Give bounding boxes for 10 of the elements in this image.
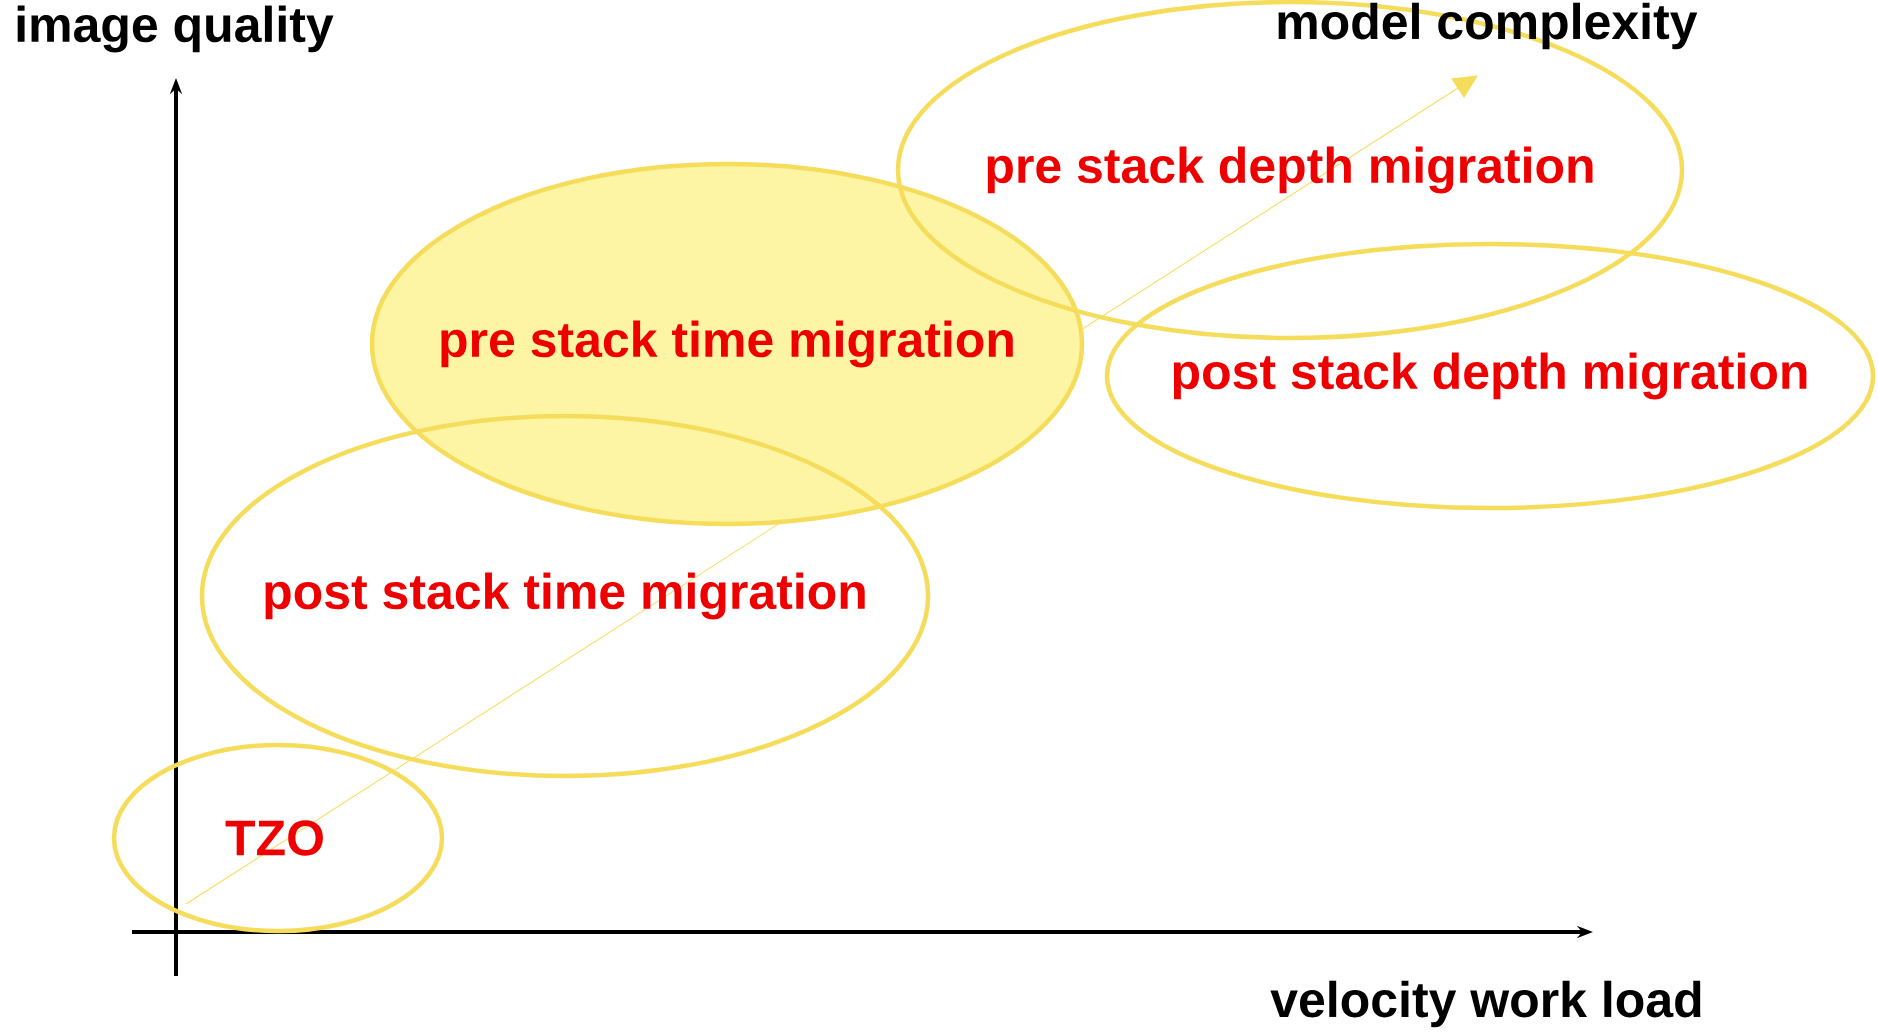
ellipse [111,742,445,934]
axis-label: velocity work load [1270,980,1701,1028]
ellipse-label: pre stack depth migration [987,146,1593,194]
ellipse [199,413,931,779]
axis-label: image quality [17,5,334,53]
ellipse-label: post stack depth migration [1173,352,1807,400]
ellipse-label: TZO [225,820,323,856]
ellipse [1104,241,1876,511]
ellipse-label: pre stack time migration [441,320,1013,368]
ellipse-label: post stack time migration [265,572,865,620]
